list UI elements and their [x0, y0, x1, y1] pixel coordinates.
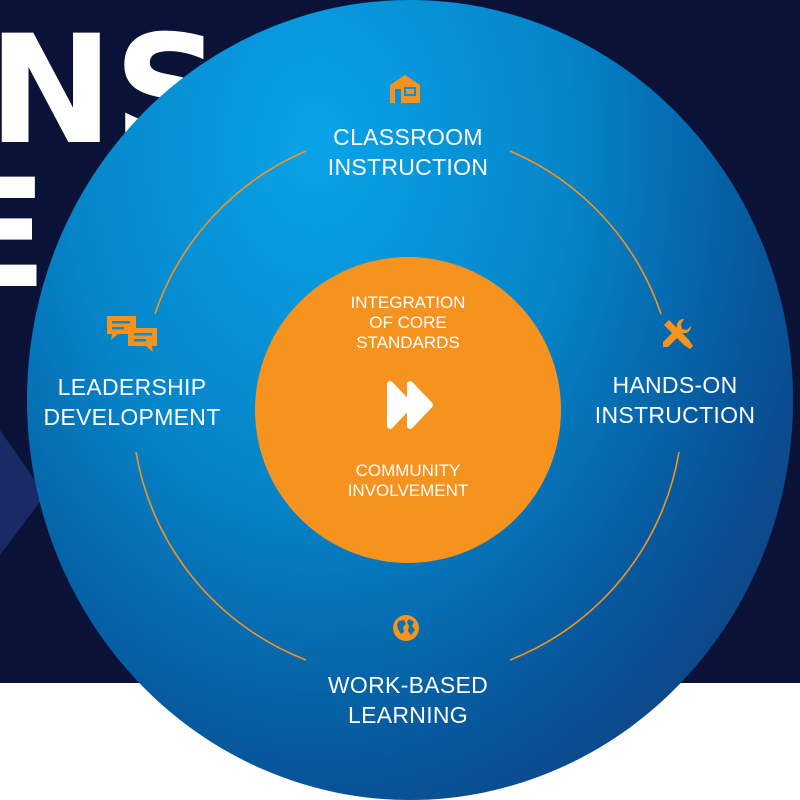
wrench-screwdriver-icon [663, 318, 693, 349]
ring-arc-top-left [154, 150, 307, 315]
double-chevron-right-icon [387, 381, 433, 429]
center-community-label: COMMUNITY INVOLVEMENT [308, 461, 508, 501]
node-bottom-line2: LEARNING [348, 702, 468, 728]
node-right-line1: HANDS-ON [612, 372, 738, 398]
background-letters-line2: E [0, 148, 47, 322]
node-top-line2: INSTRUCTION [327, 154, 489, 180]
ring-arc-bottom-left [135, 451, 307, 661]
center-integration-label: INTEGRATION OF CORE STANDARDS [308, 293, 508, 353]
center-bottom-line2: INVOLVEMENT [347, 481, 469, 500]
node-hands-on-instruction: HANDS-ON INSTRUCTION [570, 370, 780, 430]
node-top-line1: CLASSROOM [333, 124, 483, 150]
center-top-line1: INTEGRATION [350, 293, 466, 312]
node-classroom-instruction: CLASSROOM INSTRUCTION [258, 122, 558, 182]
chat-bubbles-icon [107, 316, 157, 352]
center-top-line2: OF CORE [369, 313, 447, 332]
center-bottom-line1: COMMUNITY [355, 461, 461, 480]
classroom-building-icon [390, 75, 420, 103]
ring-arc-top-right [509, 150, 662, 315]
node-bottom-line1: WORK-BASED [327, 672, 489, 698]
globe-icon [393, 615, 419, 641]
center-top-line3: STANDARDS [356, 333, 460, 352]
ring-arc-bottom-right [509, 451, 680, 661]
node-right-line2: INSTRUCTION [594, 402, 756, 428]
background-chevron-shape [0, 430, 45, 555]
node-left-line2: DEVELOPMENT [43, 404, 221, 430]
node-leadership-development: LEADERSHIP DEVELOPMENT [20, 372, 244, 432]
node-left-line1: LEADERSHIP [57, 374, 207, 400]
node-work-based-learning: WORK-BASED LEARNING [258, 670, 558, 730]
